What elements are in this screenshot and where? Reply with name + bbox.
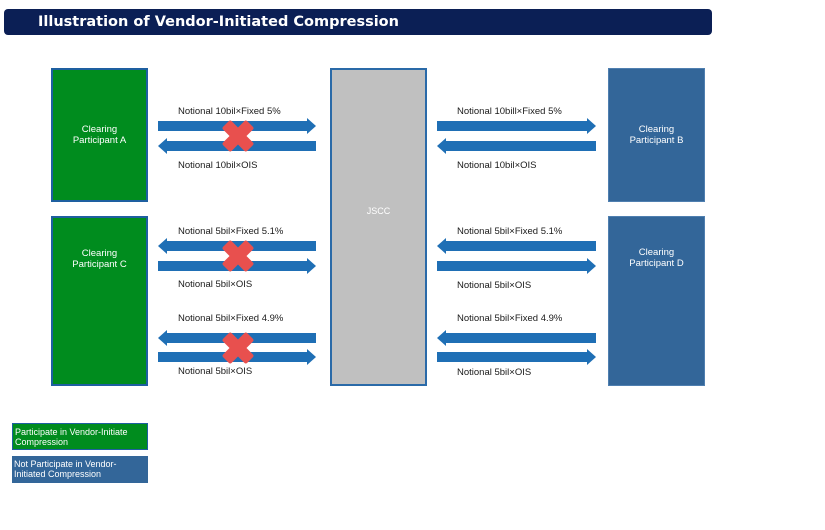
legend-participate: Participate in Vendor-Initiate Compressi… (12, 423, 148, 450)
legend-not-participate: Not Participate in Vendor- Initiated Com… (12, 456, 148, 483)
arrow-jscc-to-c-1 (158, 238, 316, 254)
jscc-box: JSCC (330, 68, 427, 386)
label-d2-ois: Notional 5bil×OIS (457, 367, 532, 378)
arrow-a-to-jscc (158, 118, 316, 134)
label-a-ois: Notional 10bil×OIS (178, 160, 258, 171)
label-d1-fixed: Notional 5bil×Fixed 5.1% (457, 226, 563, 237)
arrow-jscc-to-b (437, 118, 596, 134)
label-b-fixed: Notional 10bill×Fixed 5% (457, 106, 562, 117)
label-c1-fixed: Notional 5bil×Fixed 5.1% (178, 226, 284, 237)
arrow-jscc-to-a (158, 138, 316, 154)
clearing-participant-c: Clearing Participant C (51, 216, 148, 386)
label-c1-ois: Notional 5bil×OIS (178, 279, 253, 290)
clearing-participant-d: Clearing Participant D (608, 216, 705, 386)
cross-mark-c-1 (222, 240, 254, 272)
arrow-d-to-jscc-1 (437, 238, 596, 254)
clearing-participant-a: Clearing Participant A (51, 68, 148, 202)
arrow-jscc-to-c-2 (158, 330, 316, 346)
label-c2-ois: Notional 5bil×OIS (178, 366, 253, 377)
label-a-fixed: Notional 10bil×Fixed 5% (178, 106, 281, 117)
clearing-participant-b: Clearing Participant B (608, 68, 705, 202)
arrow-jscc-to-d-1 (437, 258, 596, 274)
arrow-c-to-jscc-1 (158, 258, 316, 274)
arrow-b-to-jscc (437, 138, 596, 154)
cross-mark-c-2 (222, 332, 254, 364)
label-d1-ois: Notional 5bil×OIS (457, 280, 532, 291)
arrow-d-to-jscc-2 (437, 330, 596, 346)
label-c2-fixed: Notional 5bil×Fixed 4.9% (178, 313, 284, 324)
label-b-ois: Notional 10bil×OIS (457, 160, 537, 171)
label-d2-fixed: Notional 5bil×Fixed 4.9% (457, 313, 563, 324)
cross-mark-a (222, 120, 254, 152)
page-title: Illustration of Vendor-Initiated Compres… (4, 9, 712, 35)
arrow-jscc-to-d-2 (437, 349, 596, 365)
